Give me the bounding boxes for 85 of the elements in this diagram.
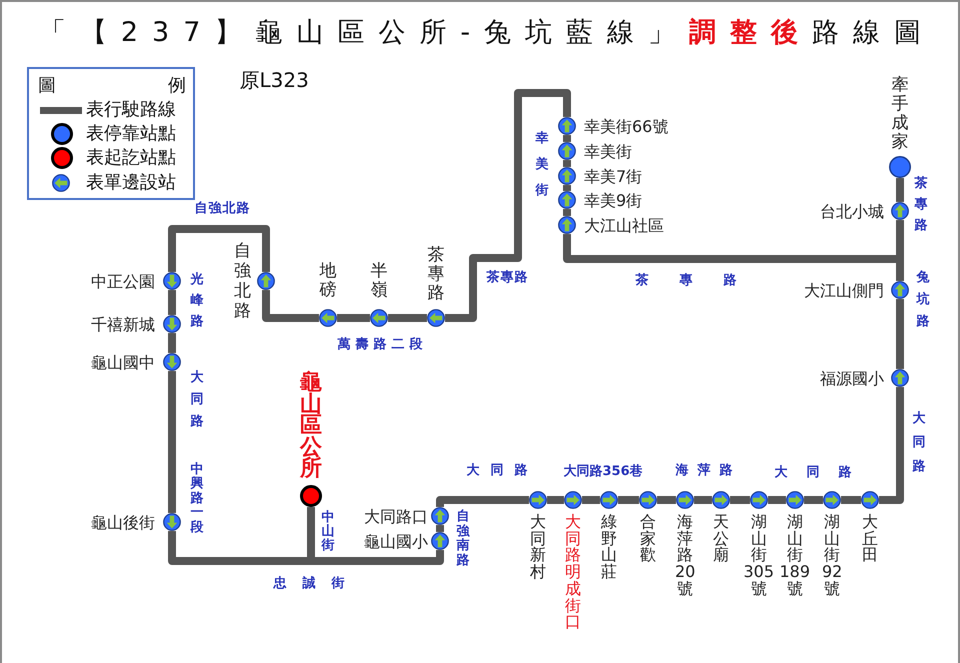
route-line bbox=[563, 209, 571, 216]
stop-name: 茶專路 bbox=[428, 246, 444, 303]
route-line bbox=[168, 531, 311, 565]
stop-name: 龜山後街 bbox=[91, 512, 155, 532]
route-line bbox=[879, 387, 904, 504]
stop-name: 龜山國小 bbox=[364, 532, 428, 551]
stop-name: 大同新村 bbox=[530, 514, 546, 581]
stop-name: 大同路口 bbox=[364, 506, 428, 526]
road-name: 萬壽路二段 bbox=[338, 337, 428, 353]
stop-name: 合家歡 bbox=[640, 514, 656, 564]
route-line bbox=[337, 314, 370, 322]
stop-name: 天公廟 bbox=[713, 514, 729, 564]
route-line bbox=[168, 333, 176, 353]
road-name: 茶專路 bbox=[914, 174, 928, 234]
road-name: 光峰路 bbox=[190, 270, 204, 330]
stop-name: 福源國小 bbox=[820, 368, 884, 388]
legend-text: 表停靠站點 bbox=[86, 123, 176, 145]
route-line bbox=[582, 496, 600, 504]
route-line bbox=[618, 496, 639, 504]
legend-text: 表行駛路線 bbox=[86, 99, 176, 121]
stop-name: 幸美7街 bbox=[584, 166, 642, 186]
stop-name: 幸美街 bbox=[584, 142, 632, 161]
stop-name: 半嶺 bbox=[370, 262, 388, 300]
road-name: 自強南路 bbox=[456, 510, 470, 568]
route-line bbox=[547, 496, 564, 504]
route-line bbox=[436, 525, 444, 532]
stop-name: 大江山社區 bbox=[584, 216, 664, 235]
stop-name: 千禧新城 bbox=[91, 314, 155, 334]
route-line bbox=[804, 496, 823, 504]
stop-name: 牽手成家 bbox=[892, 76, 908, 152]
route-line bbox=[445, 89, 571, 322]
route-line bbox=[694, 496, 712, 504]
road-name: 大同路 bbox=[190, 369, 204, 431]
stop-name: 湖山街189號 bbox=[780, 514, 810, 598]
stop-name: 大丘田 bbox=[862, 514, 878, 564]
legend-text: 表起訖站點 bbox=[86, 147, 176, 169]
route-line bbox=[563, 135, 571, 142]
route-line bbox=[563, 185, 571, 191]
road-name: 中山街 bbox=[322, 511, 334, 553]
route-line bbox=[768, 496, 786, 504]
route-line bbox=[307, 507, 315, 557]
stop-name: 湖山街92號 bbox=[822, 514, 842, 598]
road-name: 海萍路 bbox=[676, 463, 742, 479]
road-name: 幸美街 bbox=[536, 130, 548, 200]
stop-name: 地磅 bbox=[320, 262, 336, 300]
road-name: 大同路 bbox=[912, 410, 926, 476]
route-line bbox=[168, 225, 270, 272]
stop-name: 龜山區公所 bbox=[300, 372, 322, 480]
map-title: 「【237】龜山區公所-兔坑藍線」調整後路線圖 bbox=[38, 16, 936, 50]
stop-name: 龜山國中 bbox=[91, 352, 155, 372]
road-name: 大同路 bbox=[466, 463, 538, 479]
road-name: 兔坑路 bbox=[916, 269, 930, 331]
route-line bbox=[436, 496, 529, 507]
stop-name: 中正公園 bbox=[91, 272, 155, 291]
road-name: 大同路 bbox=[774, 465, 870, 481]
stop-name: 湖山街305號 bbox=[744, 514, 774, 598]
legend-title: 圖例 bbox=[38, 75, 186, 97]
stop-name: 自強北路 bbox=[234, 241, 251, 321]
road-name: 茶專路 bbox=[636, 273, 768, 289]
stop-name: 大江山側門 bbox=[804, 280, 884, 300]
route-line bbox=[262, 290, 319, 322]
stop-name: 綠野山莊 bbox=[601, 514, 617, 581]
stop-name: 大同路明成街口 bbox=[565, 514, 581, 631]
route-code: 原L323 bbox=[240, 68, 309, 92]
route-line bbox=[896, 299, 904, 369]
route-line bbox=[730, 496, 750, 504]
route-line bbox=[841, 496, 861, 504]
legend-text: 表單邊設站 bbox=[86, 172, 176, 194]
route-line bbox=[168, 371, 176, 513]
route-line bbox=[388, 314, 427, 322]
route-line bbox=[563, 160, 571, 167]
stop-name: 幸美街66號 bbox=[584, 116, 668, 136]
route-line bbox=[311, 550, 444, 565]
road-name: 茶專路 bbox=[486, 270, 528, 286]
route-line bbox=[896, 178, 904, 202]
stop-name: 海萍路20號 bbox=[675, 514, 696, 598]
stop-name: 台北小城 bbox=[820, 202, 884, 221]
road-name: 忠誠街 bbox=[274, 576, 360, 592]
road-name: 自強北路 bbox=[194, 201, 250, 217]
route-line bbox=[168, 290, 176, 315]
route-line bbox=[896, 220, 904, 259]
road-name: 中興路一段 bbox=[190, 462, 204, 535]
road-name: 大同路356巷 bbox=[564, 464, 643, 480]
stop-name: 幸美9街 bbox=[584, 190, 642, 210]
route-line bbox=[657, 496, 676, 504]
